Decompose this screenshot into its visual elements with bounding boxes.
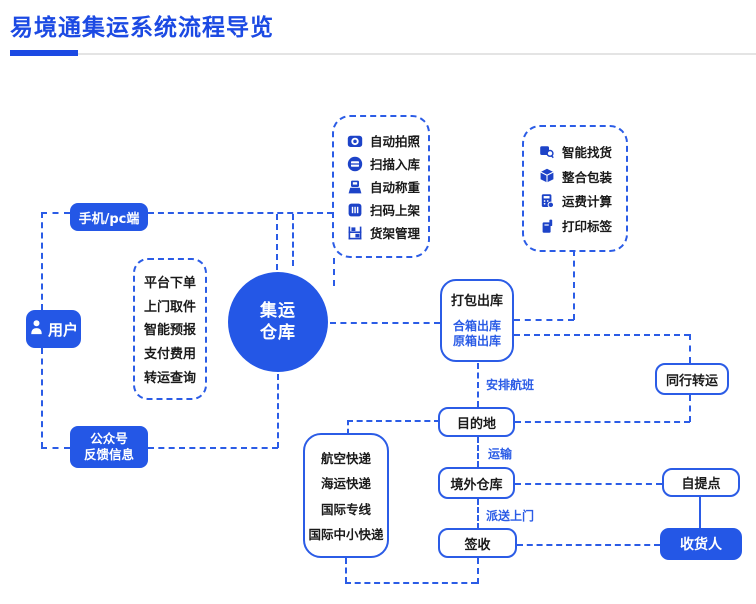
inbound-item: 扫描入库 bbox=[347, 154, 428, 173]
connector bbox=[345, 558, 347, 583]
connector bbox=[345, 582, 477, 584]
node-overseas-warehouse: 境外仓库 bbox=[438, 467, 515, 499]
scan-icon bbox=[347, 156, 363, 172]
connector bbox=[689, 334, 691, 363]
node-destination: 目的地 bbox=[438, 407, 515, 437]
node-sign-receipt: 签收 bbox=[438, 528, 517, 558]
inbound-item: 扫码上架 bbox=[347, 200, 428, 219]
connector-solid bbox=[699, 497, 701, 528]
connector bbox=[477, 363, 479, 407]
user-actions-box: 平台下单 上门取件 智能预报 支付费用 转运查询 bbox=[133, 258, 207, 400]
inbound-operations-box: 自动拍照 扫描入库 自动称重 扫码上架 bbox=[332, 115, 430, 258]
outbound-operations-box: 智能找货 整合包装 运费计算 打印标签 bbox=[522, 125, 628, 252]
action-item: 转运查询 bbox=[143, 370, 196, 386]
edge-label-flight: 安排航班 bbox=[486, 378, 535, 392]
node-pack-outbound: 打包出库 合箱出库 原箱出库 bbox=[440, 279, 514, 362]
outbound-item: 整合包装 bbox=[539, 167, 626, 186]
node-user: 用户 bbox=[26, 310, 81, 348]
outbound-item: 智能找货 bbox=[539, 142, 626, 161]
connector bbox=[330, 322, 440, 324]
connector bbox=[515, 421, 690, 423]
inbound-item: 自动拍照 bbox=[347, 131, 428, 150]
title-accent-bar bbox=[10, 50, 78, 56]
node-mobile-pc: 手机/pc端 bbox=[70, 203, 148, 231]
connector bbox=[276, 214, 278, 270]
connector bbox=[514, 319, 574, 321]
printer-icon bbox=[539, 218, 555, 234]
inbound-item: 自动称重 bbox=[347, 177, 428, 196]
action-item: 上门取件 bbox=[143, 299, 196, 315]
scale-icon bbox=[347, 179, 363, 195]
connector bbox=[515, 483, 662, 485]
pack-out-sub1: 合箱出库 bbox=[452, 319, 501, 333]
connector bbox=[277, 374, 279, 448]
search-box-icon bbox=[539, 143, 555, 159]
channel-item: 海运快递 bbox=[320, 476, 371, 492]
connector bbox=[573, 250, 575, 320]
connector bbox=[514, 334, 690, 336]
package-icon bbox=[539, 168, 555, 184]
connector bbox=[41, 447, 70, 449]
node-pickup-point: 自提点 bbox=[662, 468, 740, 497]
outbound-item: 打印标签 bbox=[539, 216, 626, 235]
connector bbox=[347, 420, 349, 434]
channel-item: 航空快递 bbox=[320, 451, 371, 467]
calculator-icon bbox=[539, 193, 555, 209]
connector bbox=[477, 499, 479, 529]
action-item: 支付费用 bbox=[143, 347, 196, 363]
edge-label-delivery: 派送上门 bbox=[486, 509, 535, 523]
barcode-icon bbox=[347, 202, 363, 218]
page-title: 易境通集运系统流程导览 bbox=[10, 15, 274, 41]
node-user-label: 用户 bbox=[47, 320, 78, 339]
channel-item: 国际专线 bbox=[320, 501, 371, 517]
edge-label-transport: 运输 bbox=[488, 447, 513, 461]
outbound-item: 运费计算 bbox=[539, 191, 626, 210]
connector bbox=[477, 558, 479, 584]
connector bbox=[477, 437, 479, 467]
connector bbox=[517, 544, 660, 546]
camera-icon bbox=[347, 133, 363, 149]
shipping-channels-box: 航空快递 海运快递 国际专线 国际中小快递 bbox=[303, 433, 389, 558]
connector bbox=[41, 212, 70, 214]
connector bbox=[333, 258, 335, 286]
connector bbox=[347, 420, 440, 422]
node-receiver: 收货人 bbox=[660, 528, 742, 560]
connector bbox=[41, 212, 43, 310]
action-item: 智能预报 bbox=[143, 323, 196, 339]
connector bbox=[148, 447, 278, 449]
channel-item: 国际中小快递 bbox=[308, 526, 384, 542]
node-official-account: 公众号 反馈信息 bbox=[70, 426, 148, 468]
connector bbox=[41, 348, 43, 448]
title-divider bbox=[78, 53, 756, 55]
node-peer-transfer: 同行转运 bbox=[655, 363, 729, 395]
node-consolidation-warehouse: 集运 仓库 bbox=[228, 272, 328, 372]
action-item: 平台下单 bbox=[143, 276, 196, 292]
shelf-icon bbox=[347, 225, 363, 241]
connector bbox=[148, 212, 333, 214]
connector bbox=[689, 395, 691, 422]
person-icon bbox=[29, 319, 44, 339]
connector bbox=[292, 214, 294, 266]
pack-out-sub2: 原箱出库 bbox=[452, 334, 501, 348]
inbound-item: 货架管理 bbox=[347, 223, 428, 242]
